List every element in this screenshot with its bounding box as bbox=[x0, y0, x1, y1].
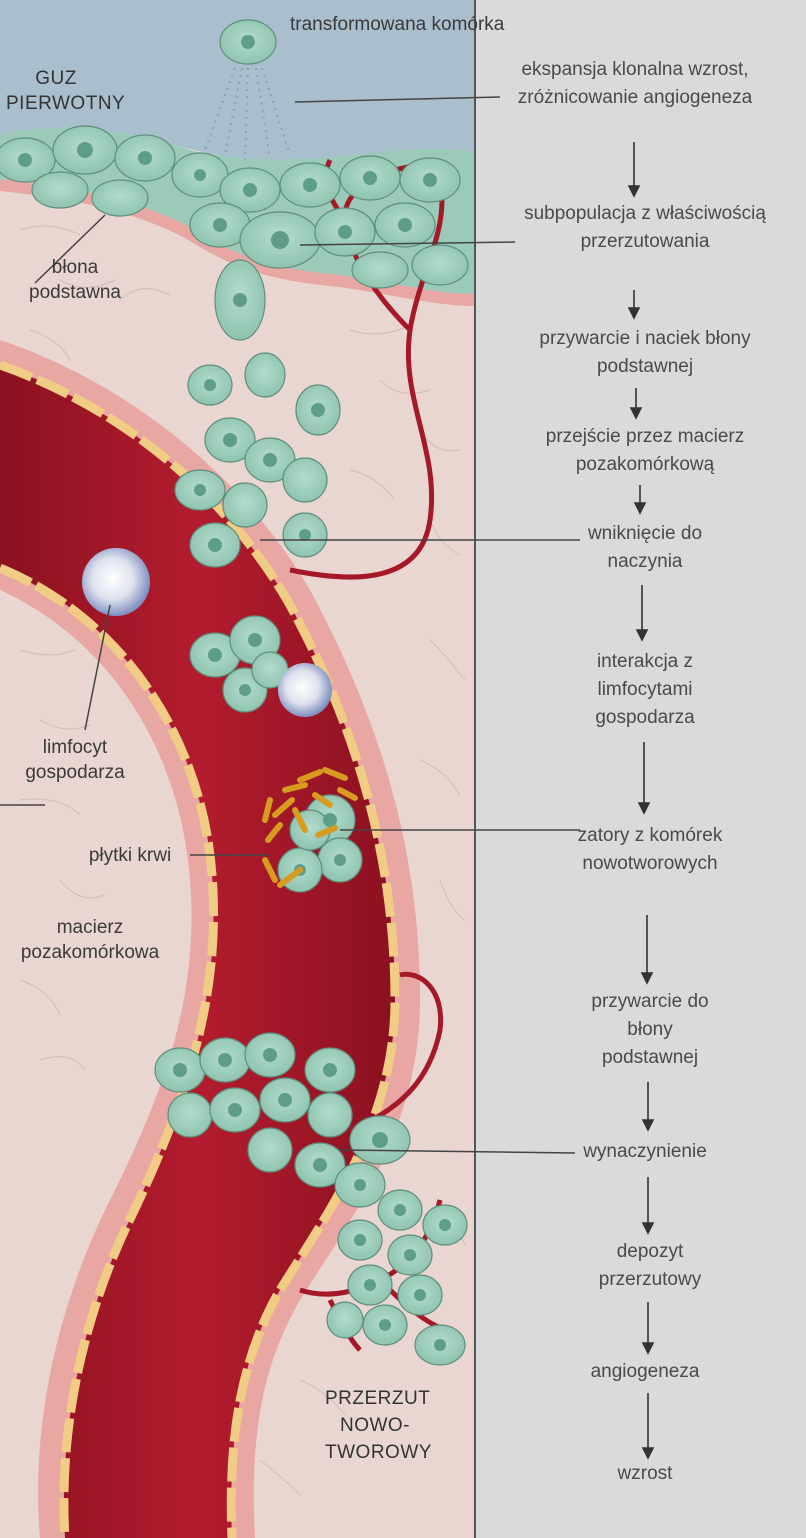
matrix-fibers bbox=[19, 225, 466, 1496]
step-matrix-passage: przejście przez macierz pozakomórkową bbox=[545, 426, 745, 475]
label-basement-membrane: błona podstawna bbox=[29, 257, 121, 303]
step-clonal-expansion: ekspansja klonalna wzrost, zróżnicowanie… bbox=[517, 59, 753, 108]
lymphocytes bbox=[82, 548, 332, 717]
step-angiogenesis: angiogeneza bbox=[590, 1361, 700, 1382]
transformed-cell-illustration bbox=[204, 19, 291, 161]
vessel-lumen bbox=[0, 365, 395, 1538]
endothelium-inner bbox=[0, 563, 219, 1538]
step-membrane-adhesion: przywarcie i naciek błony podstawnej bbox=[539, 328, 751, 377]
label-extracellular-matrix: macierz pozakomórkowa bbox=[20, 917, 160, 963]
step-metastatic-subpopulation: subpopulacja z właściwością przerzutowan… bbox=[524, 203, 766, 252]
upper-space bbox=[0, 0, 475, 170]
step-growth: wzrost bbox=[617, 1463, 673, 1484]
tumor-cells bbox=[0, 125, 469, 1366]
label-host-lymphocyte: limfocyt gospodarza bbox=[25, 737, 125, 783]
step-tumor-emboli: zatory z komórek nowotworowych bbox=[577, 825, 723, 874]
platelets-illustration bbox=[262, 767, 358, 888]
leader-lines bbox=[0, 96, 580, 1154]
step-reattachment: przywarcie do błony podstawnej bbox=[591, 991, 709, 1068]
label-transformed-cell: transformowana komórka bbox=[290, 14, 505, 35]
label-metastasis: PRZERZUT NOWO-TWOROWY bbox=[325, 1388, 432, 1463]
step-metastatic-deposit: depozyt przerzutowy bbox=[598, 1241, 702, 1290]
step-lymphocyte-interaction: interakcja z limfocytami gospodarza bbox=[595, 651, 695, 728]
step-extravasation: wynaczynienie bbox=[583, 1141, 707, 1162]
label-platelets: płytki krwi bbox=[88, 845, 172, 866]
step-intravasation: wniknięcie do naczynia bbox=[587, 523, 703, 572]
label-primary-tumor: GUZ PIERWOTNY bbox=[6, 68, 126, 114]
flow-arrows bbox=[627, 142, 655, 1460]
